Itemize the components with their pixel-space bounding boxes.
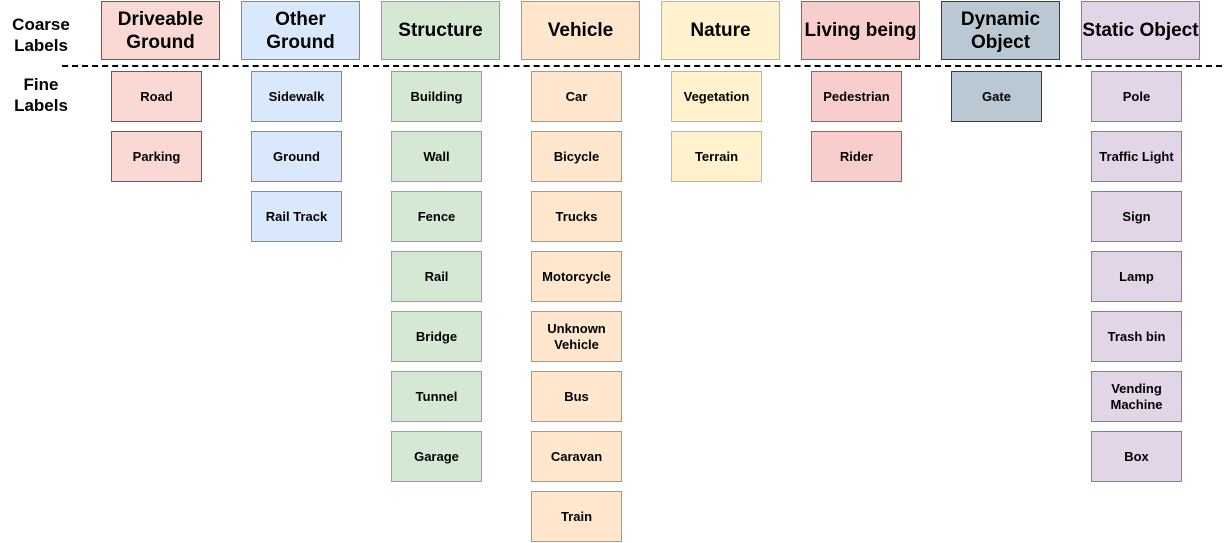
coarse-label-dynamic-object: Dynamic Object <box>941 1 1060 60</box>
fine-label-building: Building <box>391 71 482 122</box>
fine-label-box: Box <box>1091 431 1182 482</box>
fine-label-train: Train <box>531 491 622 542</box>
fine-label-trucks: Trucks <box>531 191 622 242</box>
dashed-divider <box>62 65 1222 67</box>
fine-label-pole: Pole <box>1091 71 1182 122</box>
fine-label-tunnel: Tunnel <box>391 371 482 422</box>
fine-label-rider: Rider <box>811 131 902 182</box>
fine-label-fence: Fence <box>391 191 482 242</box>
coarse-label-vehicle: Vehicle <box>521 1 640 60</box>
fine-label-trash-bin: Trash bin <box>1091 311 1182 362</box>
coarse-label-nature: Nature <box>661 1 780 60</box>
fine-label-road: Road <box>111 71 202 122</box>
coarse-label-living-being: Living being <box>801 1 920 60</box>
coarse-label-structure: Structure <box>381 1 500 60</box>
fine-label-bus: Bus <box>531 371 622 422</box>
fine-label-rail-track: Rail Track <box>251 191 342 242</box>
coarse-label-other-ground: Other Ground <box>241 1 360 60</box>
fine-label-rail: Rail <box>391 251 482 302</box>
coarse-label-driveable-ground: Driveable Ground <box>101 1 220 60</box>
fine-label-pedestrian: Pedestrian <box>811 71 902 122</box>
fine-label-sidewalk: Sidewalk <box>251 71 342 122</box>
fine-label-lamp: Lamp <box>1091 251 1182 302</box>
fine-label-unknown-vehicle: Unknown Vehicle <box>531 311 622 362</box>
fine-label-gate: Gate <box>951 71 1042 122</box>
fine-label-wall: Wall <box>391 131 482 182</box>
fine-label-terrain: Terrain <box>671 131 762 182</box>
fine-label-sign: Sign <box>1091 191 1182 242</box>
coarse-labels-heading: Coarse Labels <box>12 15 70 55</box>
fine-label-vending-machine: Vending Machine <box>1091 371 1182 422</box>
fine-label-ground: Ground <box>251 131 342 182</box>
coarse-label-static-object: Static Object <box>1081 1 1200 60</box>
fine-label-traffic-light: Traffic Light <box>1091 131 1182 182</box>
fine-label-caravan: Caravan <box>531 431 622 482</box>
fine-label-motorcycle: Motorcycle <box>531 251 622 302</box>
fine-labels-heading: Fine Labels <box>14 75 68 115</box>
fine-label-bridge: Bridge <box>391 311 482 362</box>
fine-label-parking: Parking <box>111 131 202 182</box>
fine-label-bicycle: Bicycle <box>531 131 622 182</box>
fine-label-vegetation: Vegetation <box>671 71 762 122</box>
fine-label-car: Car <box>531 71 622 122</box>
fine-label-garage: Garage <box>391 431 482 482</box>
